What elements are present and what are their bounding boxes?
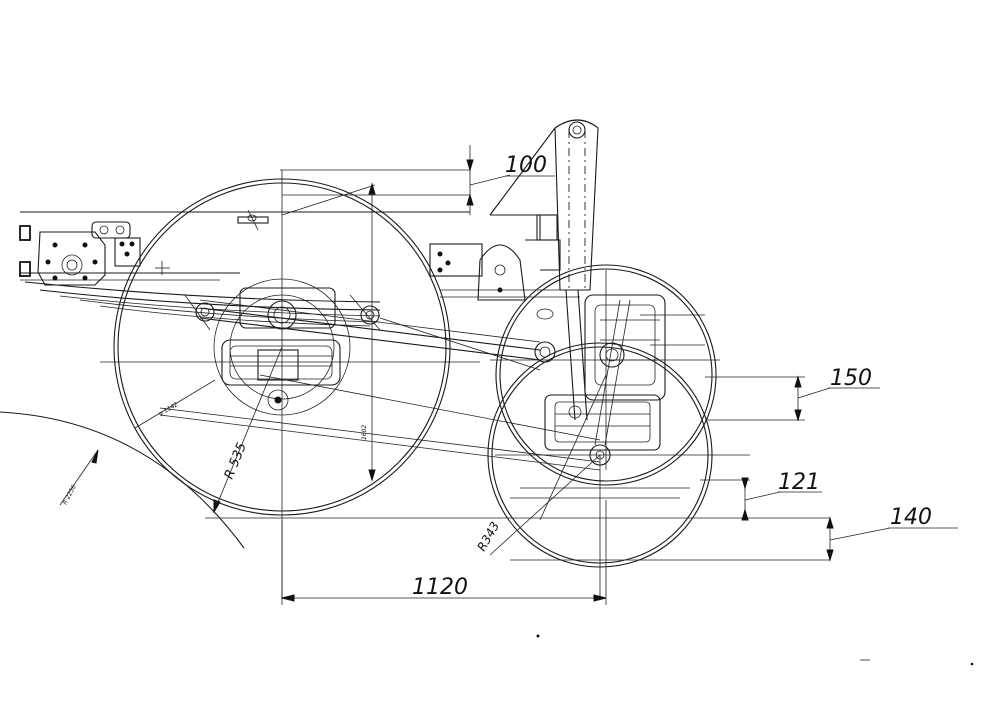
svg-text:121: 121 — [778, 470, 820, 495]
svg-text:100: 100 — [505, 153, 547, 178]
front-axle-assembly — [184, 287, 381, 411]
svg-text:140: 140 — [890, 505, 932, 530]
dim-121: 121 — [700, 470, 822, 521]
svg-text:150: 150 — [830, 366, 872, 391]
ground-arc — [0, 411, 245, 549]
equalizer-spring — [159, 299, 601, 471]
svg-text:R 535: R 535 — [222, 441, 250, 482]
svg-text:1120: 1120 — [412, 575, 468, 600]
rear-wheel-upper — [495, 264, 717, 486]
rear-spring-stack — [534, 289, 666, 466]
dim-140: 140 — [826, 505, 958, 562]
rear-spring-tower — [429, 119, 599, 301]
svg-text:R 2256: R 2256 — [62, 484, 78, 506]
front-spring-bracket — [19, 221, 141, 286]
dim-100: 100 — [466, 145, 555, 215]
bump-stop — [237, 209, 269, 231]
svg-text:1602: 1602 — [361, 425, 368, 440]
dim-150: 150 — [705, 366, 880, 422]
frame-rail — [20, 211, 470, 281]
svg-text:φ 1142: φ 1142 — [158, 401, 180, 418]
dim-1120: 1120 — [281, 500, 607, 605]
svg-text:R343: R343 — [474, 519, 502, 553]
front-leaf-spring — [24, 281, 381, 327]
dim-r535: R 535 — [213, 346, 283, 514]
dim-1602: 1602 — [361, 182, 376, 482]
